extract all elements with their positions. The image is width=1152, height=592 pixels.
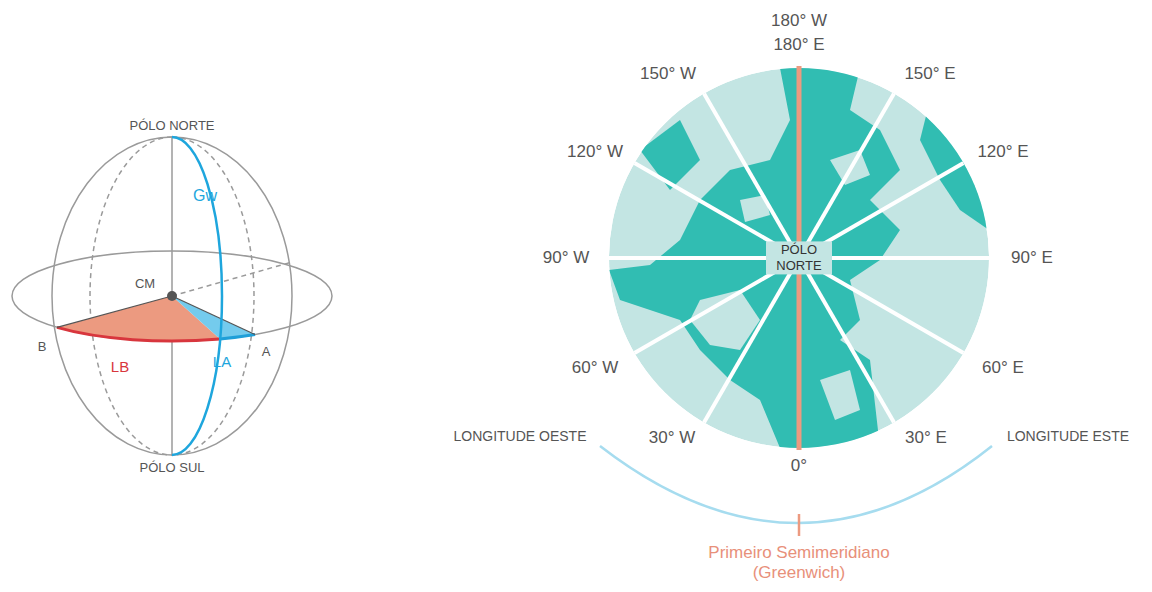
meridian-caption: Primeiro Semimeridiano (Greenwich): [684, 543, 914, 584]
pole-label: PÓLO SUL: [139, 460, 204, 476]
degree-label: 30° W: [649, 428, 695, 448]
degree-label: 180° W: [771, 11, 827, 31]
globe: [12, 137, 332, 455]
point-label: CM: [135, 276, 155, 292]
longitude-b-arc: [57, 327, 220, 341]
point-label: B: [38, 339, 47, 355]
degree-label: 0°: [791, 456, 807, 476]
hemisphere-label: LONGITUDE ESTE: [1007, 428, 1129, 445]
longitude-bracket: [600, 446, 992, 523]
meridian-label: Gw: [193, 186, 217, 205]
radius-b: [57, 296, 172, 327]
degree-label: 60° E: [982, 358, 1024, 378]
longitude-label: LA: [213, 353, 231, 371]
hemisphere-label: LONGITUDE OESTE: [453, 428, 586, 445]
bracket-tick: [798, 514, 801, 536]
radius-a: [172, 296, 255, 335]
degree-label: 180° E: [773, 35, 824, 55]
longitude-b-sector: [57, 296, 220, 341]
degree-label: 90° E: [1011, 248, 1053, 268]
degree-label: 150° E: [904, 64, 955, 84]
earth-centre: [167, 291, 177, 301]
degree-label: 150° W: [640, 64, 696, 84]
degree-label: 60° W: [572, 358, 618, 378]
degree-label: 120° W: [567, 142, 623, 162]
longitude-label: LB: [111, 358, 129, 376]
longitude-a-sector: [172, 296, 255, 339]
point-label: A: [262, 344, 271, 360]
longitude-a-arc: [220, 335, 255, 339]
pole-label: PÓLO NORTE: [129, 118, 214, 134]
greenwich-meridian: [172, 137, 222, 455]
degree-label: 90° W: [543, 248, 589, 268]
degree-label: 30° E: [905, 428, 947, 448]
pole-label: PÓLO NORTE: [766, 241, 832, 274]
degree-label: 120° E: [977, 142, 1028, 162]
